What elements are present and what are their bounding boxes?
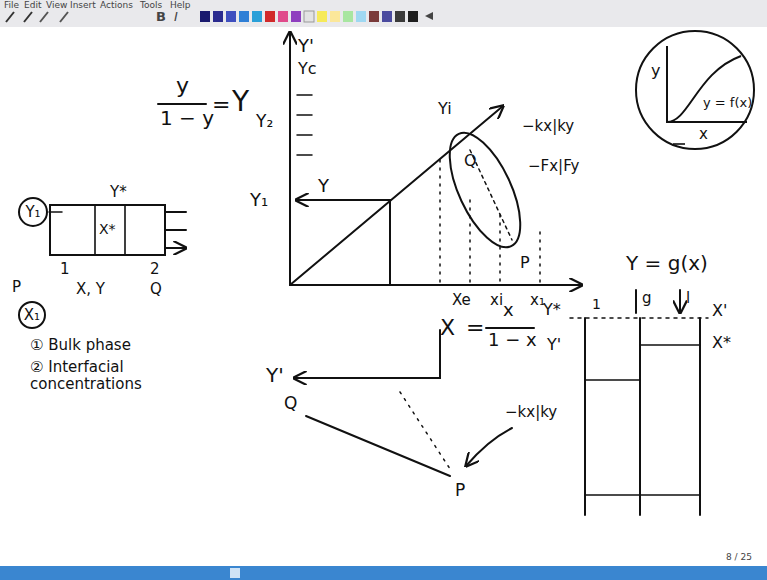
menu-item: Actions (100, 1, 133, 11)
interface-lines (95, 205, 125, 255)
symbol: y (176, 74, 189, 98)
symbol: X* (712, 334, 731, 352)
fraction-bar (486, 327, 534, 329)
x-axis (290, 284, 582, 286)
circled-label: X₁ (18, 301, 46, 329)
equation: Y = g(x) (626, 252, 708, 274)
y-axis (289, 32, 291, 285)
circled-label: Y₁ (18, 197, 48, 227)
symbol: g (642, 290, 652, 307)
drop-lines (440, 160, 540, 284)
region-loop (435, 123, 535, 257)
film-lines (585, 318, 700, 515)
toolbar-button: B (156, 10, 166, 24)
slope-label: −kx|ky (505, 404, 557, 421)
graph-label: y = f(x) (703, 96, 752, 110)
axis-label: xi (490, 292, 503, 309)
dotted-line (400, 392, 452, 472)
menu-item: File (4, 1, 19, 11)
axis-label: Yc (298, 60, 317, 78)
symbol: x (503, 300, 514, 320)
symbol: Y* (543, 301, 561, 319)
symbol: X (440, 316, 455, 340)
equilibrium-curve (667, 56, 741, 122)
status-bar (0, 566, 767, 580)
note: ② Interfacial concentrations (30, 359, 180, 392)
symbol: 1 − y (160, 107, 214, 129)
slope-label: −Fx|Fy (528, 158, 579, 175)
axis-label: x₁ (530, 292, 545, 309)
ink (49, 32, 708, 515)
graph-label: x (699, 126, 708, 143)
axis-label: Y₁ (250, 190, 268, 210)
film-arrows (636, 290, 680, 313)
point-label: Q (284, 394, 297, 413)
symbol: = (212, 93, 230, 117)
point-label: P (12, 279, 21, 296)
inset-arrow (673, 143, 685, 145)
symbol: Y₂ (256, 112, 273, 131)
point-label: P (520, 254, 530, 272)
ordinate-arrow (296, 200, 390, 285)
symbol: X' (712, 302, 727, 320)
toolbar-icons (6, 11, 433, 22)
menu-item: View (46, 1, 67, 11)
axis-label: Y' (266, 364, 284, 386)
axis-ticks (297, 95, 312, 155)
axis-label: Y (318, 176, 329, 196)
menu-item: Help (170, 1, 191, 11)
symbol: l (686, 290, 690, 307)
point-label: P (455, 481, 465, 500)
inset-axes (667, 46, 747, 122)
operating-line (290, 106, 503, 285)
menu-item: Edit (24, 1, 41, 11)
position-label: 2 (150, 261, 160, 278)
note: ① Bulk phase (30, 337, 131, 354)
slope-arrow (466, 428, 512, 466)
toolbar (0, 0, 767, 27)
symbol: 1 − x (488, 330, 537, 350)
circle-text: X₁ (24, 307, 40, 324)
point-label: Q (150, 281, 162, 298)
line-qp (306, 416, 450, 476)
inset-graph: y x y = f(x) (635, 30, 755, 150)
symbol: Y* (110, 184, 127, 201)
menu-item: Insert (70, 1, 96, 11)
inset-plot (637, 32, 757, 152)
leader-line (49, 211, 62, 213)
symbol: X* (99, 222, 116, 237)
point-label: Q (464, 152, 477, 170)
axis-label: Y' (298, 36, 314, 56)
column-box (50, 205, 165, 255)
scroll-thumb (230, 568, 240, 578)
projection-arrow (294, 330, 440, 378)
toolbar-button: I (174, 10, 178, 24)
fraction-bar (158, 103, 206, 105)
graph-label: y (651, 62, 660, 80)
flow-arrows (165, 212, 186, 248)
circle-text: Y₁ (25, 204, 40, 221)
slope-label: −kx|ky (522, 118, 574, 135)
symbol: Y' (547, 336, 561, 354)
position-label: 1 (60, 261, 70, 278)
axis-label: Xe (452, 292, 471, 309)
point-label: Yi (438, 100, 452, 118)
symbol: X, Y (76, 281, 105, 298)
symbol: Y (232, 87, 249, 118)
position-label: 1 (592, 297, 601, 312)
profile-lines (585, 345, 700, 495)
symbol: = (466, 316, 484, 340)
page-number: 8 / 25 (726, 553, 752, 563)
